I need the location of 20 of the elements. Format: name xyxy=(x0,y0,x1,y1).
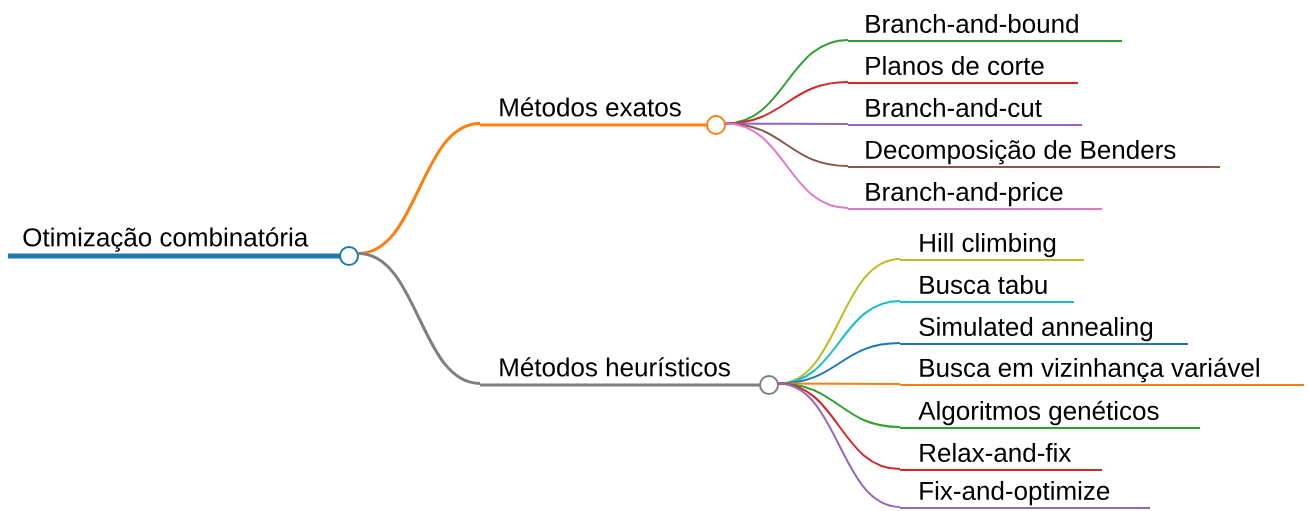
branch-label: Busca tabu xyxy=(899,274,1075,303)
branch-label: Otimização combinatória xyxy=(8,227,340,259)
branch-label: Algoritmos genéticos xyxy=(899,400,1201,429)
branch-label: Fix-and-optimize xyxy=(899,480,1151,509)
branch-label: Busca em vizinhança variável xyxy=(899,357,1305,386)
branch-label: Branch-and-cut xyxy=(847,97,1083,126)
connector xyxy=(358,252,481,385)
branch-label: Simulated annealing xyxy=(899,316,1189,345)
connector xyxy=(777,382,901,508)
branch-label: Branch-and-bound xyxy=(847,13,1123,42)
branch-label: Métodos heurísticos xyxy=(480,357,760,387)
connector xyxy=(724,81,849,125)
branch-label: Branch-and-price xyxy=(847,181,1103,210)
branch-label: Métodos exatos xyxy=(480,97,707,127)
branch-label: Relax-and-fix xyxy=(899,442,1103,471)
connector xyxy=(724,122,849,209)
branch-label: Hill climbing xyxy=(899,232,1085,261)
branch-label: Planos de corte xyxy=(847,55,1079,84)
branch-label: Decomposição de Benders xyxy=(847,139,1221,168)
connector xyxy=(777,342,901,385)
